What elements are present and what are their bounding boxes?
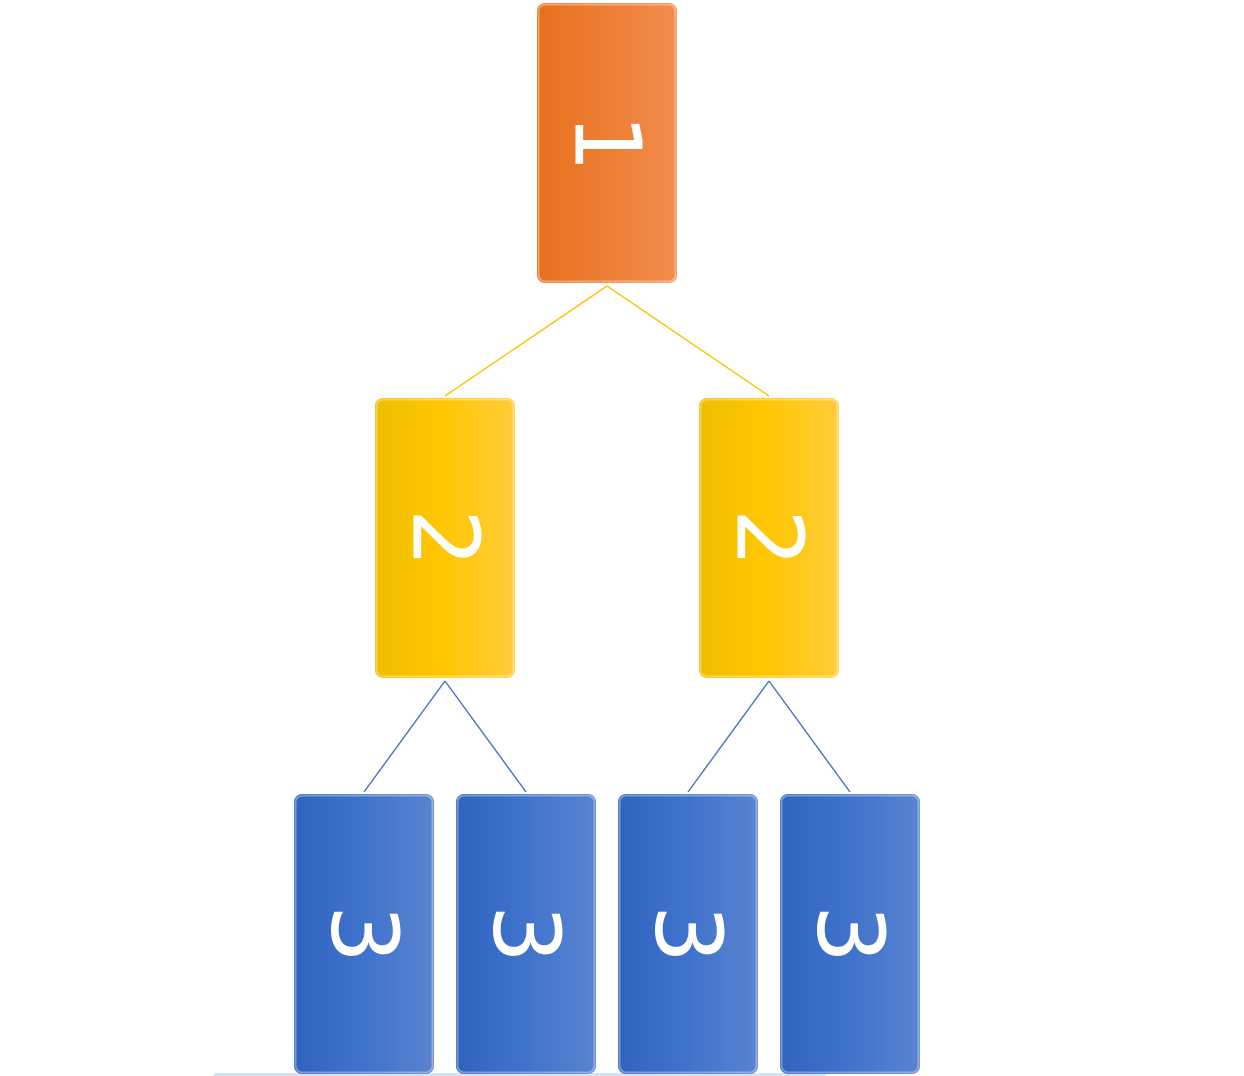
connector-lines xyxy=(363,285,851,793)
node-highlight xyxy=(375,398,515,678)
node-label: 1 xyxy=(554,114,661,173)
connector-n2b-n3d xyxy=(768,680,851,793)
node-level-1-n1: 1 xyxy=(537,3,677,283)
node-label: 2 xyxy=(392,509,499,568)
node-box xyxy=(780,794,920,1074)
connector-n2a-n3b xyxy=(444,680,527,793)
node-label: 3 xyxy=(473,905,580,964)
node-highlight xyxy=(618,794,758,1074)
node-highlight xyxy=(699,398,839,678)
node-reflection-strip xyxy=(214,1073,826,1076)
node-level-3-n3d: 3 xyxy=(780,794,920,1074)
node-level-2-n2b: 2 xyxy=(699,398,839,678)
connector-n1-n2a xyxy=(444,285,608,397)
node-box xyxy=(375,398,515,678)
connector-n1-n2b xyxy=(606,285,770,397)
node-box xyxy=(294,794,434,1074)
connector-n2a-n3a xyxy=(363,680,446,793)
node-label: 3 xyxy=(311,905,418,964)
node-highlight xyxy=(780,794,920,1074)
node-level-3-n3c: 3 xyxy=(618,794,758,1074)
node-highlight xyxy=(537,3,677,283)
node-label: 3 xyxy=(797,905,904,964)
node-highlight xyxy=(294,794,434,1074)
connector-n2b-n3c xyxy=(687,680,770,793)
node-level-3-n3a: 3 xyxy=(294,794,434,1074)
node-box xyxy=(618,794,758,1074)
node-level-3-n3b: 3 xyxy=(456,794,596,1074)
node-box xyxy=(699,398,839,678)
node-box xyxy=(456,794,596,1074)
node-level-2-n2a: 2 xyxy=(375,398,515,678)
node-box xyxy=(537,3,677,283)
node-label: 2 xyxy=(716,509,823,568)
node-highlight xyxy=(456,794,596,1074)
reflection-line xyxy=(214,1073,826,1076)
node-label: 3 xyxy=(635,905,742,964)
